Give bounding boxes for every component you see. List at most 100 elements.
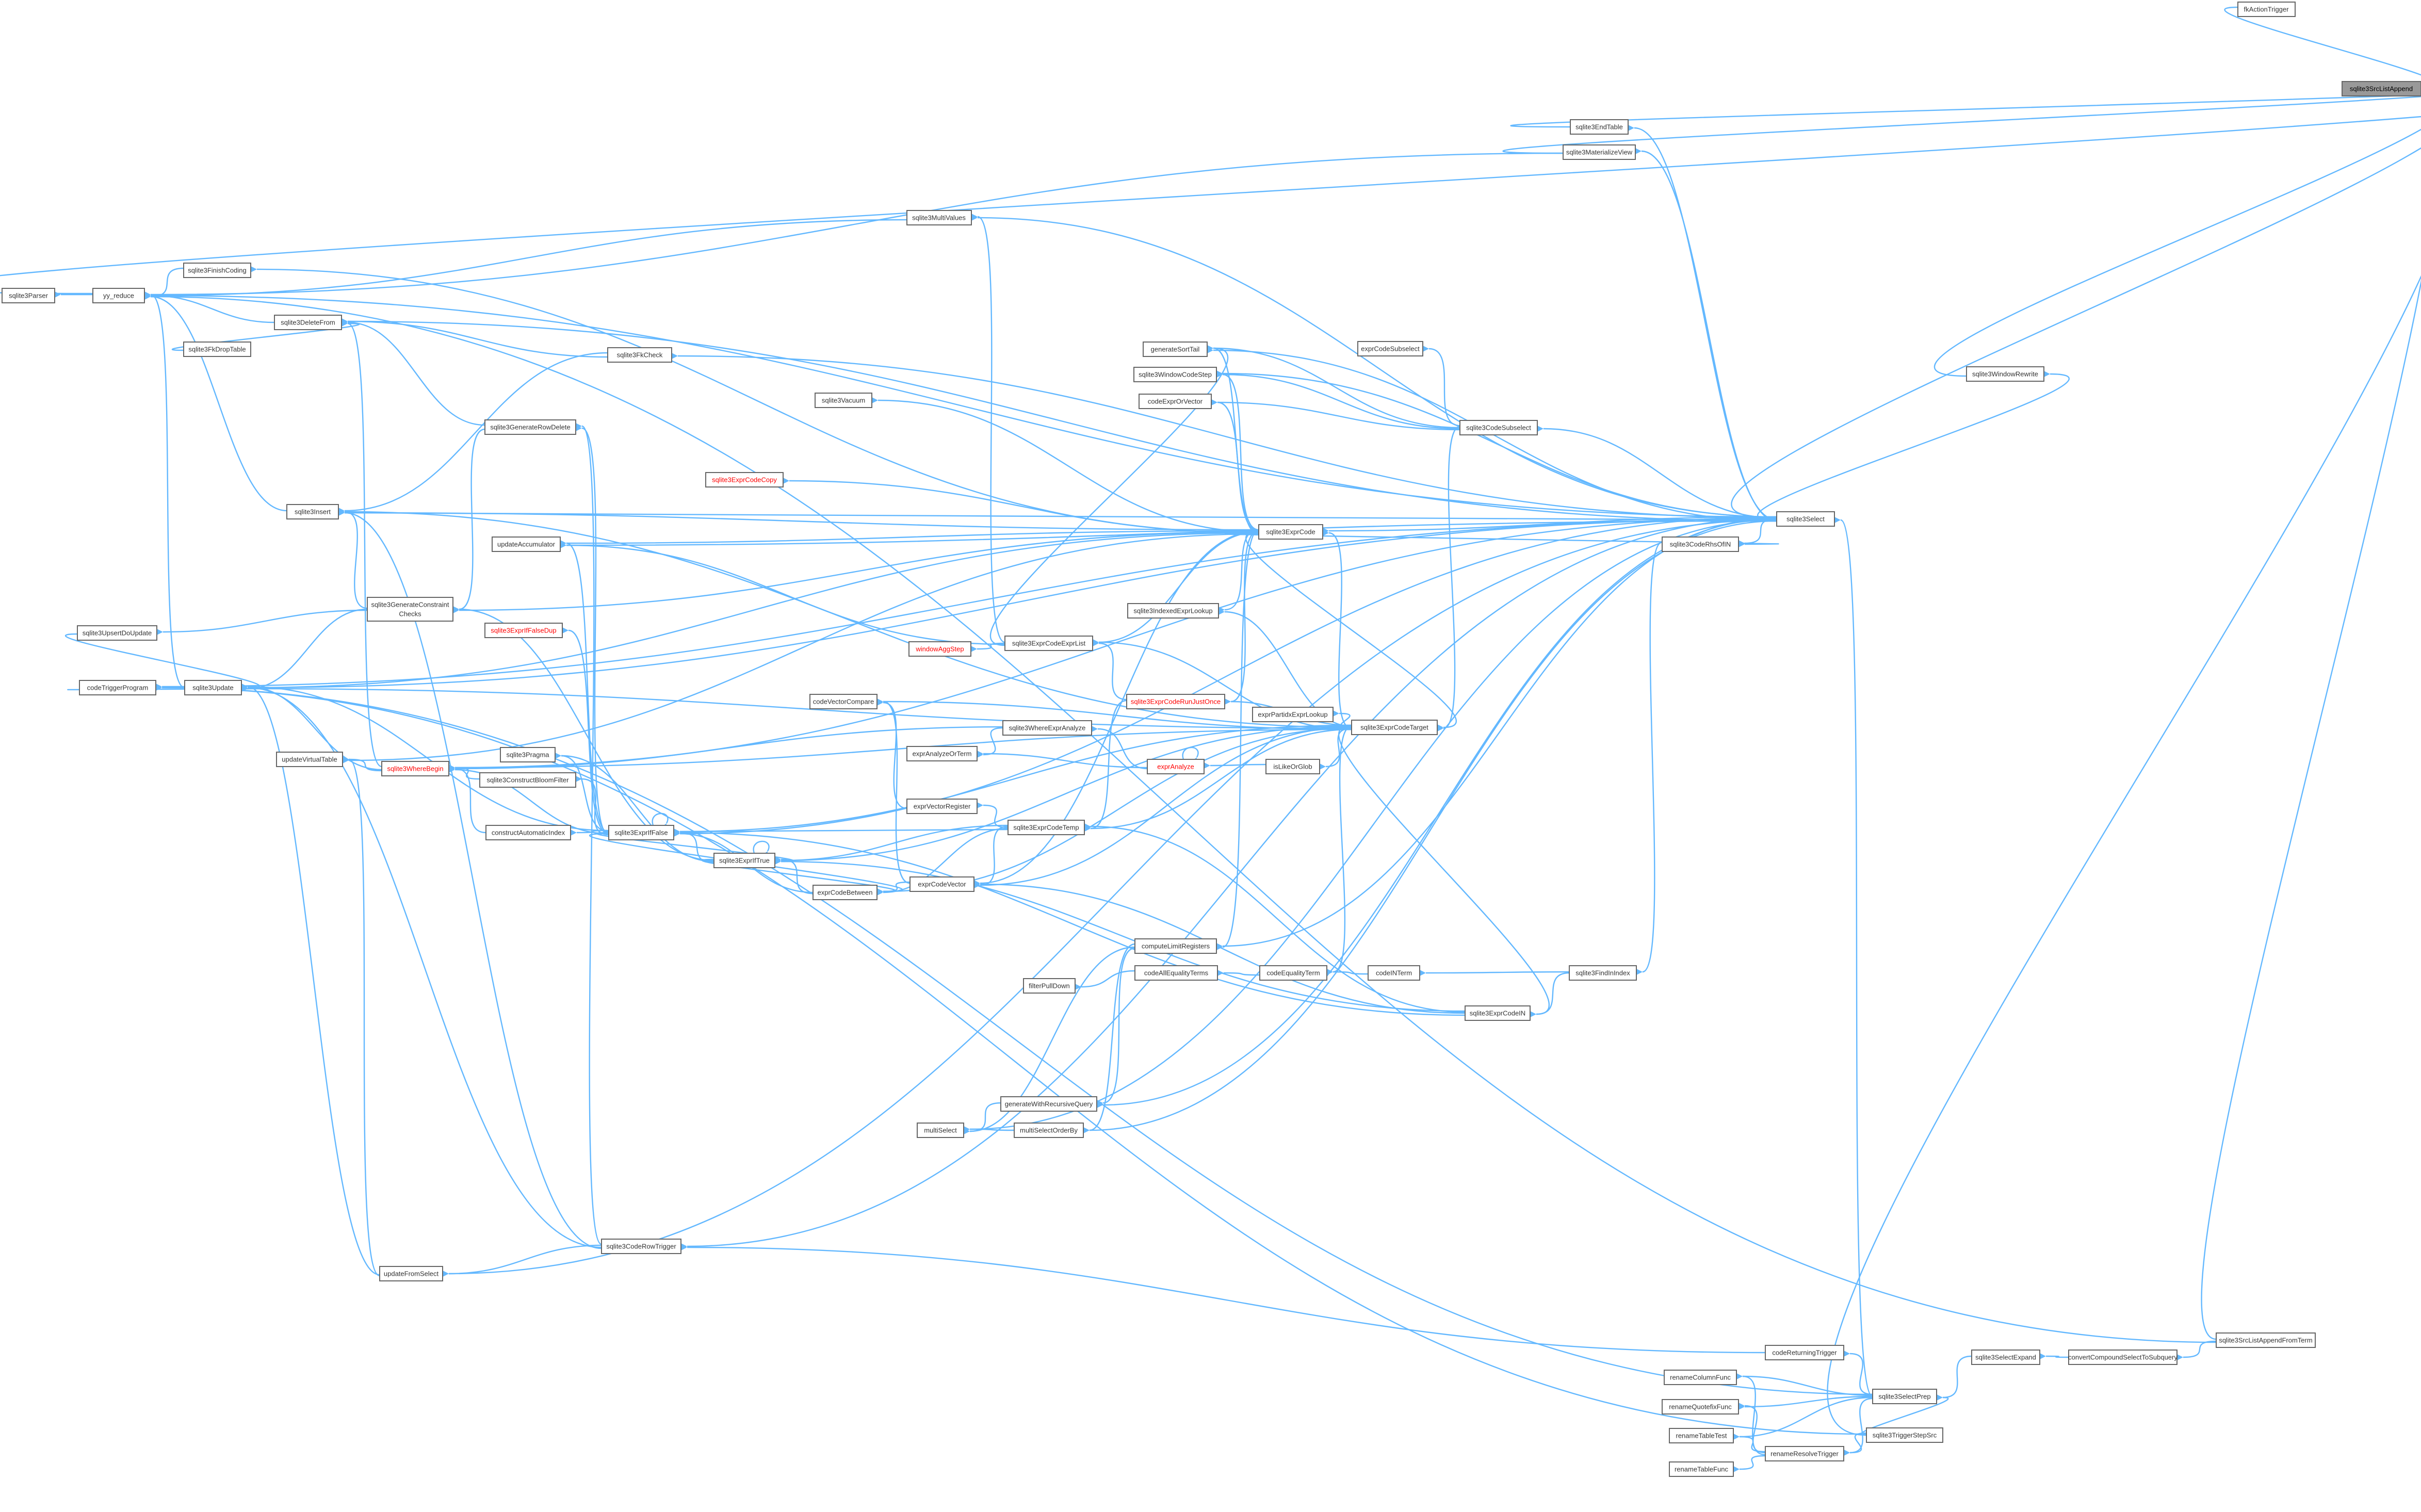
node-sqlite3CodeSubselect[interactable]: sqlite3CodeSubselect [1459,420,1538,435]
node-sqlite3ExprIfFalseDup[interactable]: sqlite3ExprIfFalseDup [484,623,563,638]
call-edge [1502,84,2421,154]
node-codeReturningTrigger[interactable]: codeReturningTrigger [1765,1345,1844,1360]
call-edge [963,946,1135,1135]
call-edge [1217,969,1260,976]
node-label: sqlite3SrcListAppend [2350,85,2413,93]
node-multiSelect[interactable]: multiSelect [917,1123,964,1138]
node-sqlite3ExprCodeExprList[interactable]: sqlite3ExprCodeExprList [1004,636,1093,651]
node-sqlite3SelectPrep[interactable]: sqlite3SelectPrep [1872,1389,1937,1404]
node-sqlite3ExprCode[interactable]: sqlite3ExprCode [1258,524,1323,540]
call-edge [1322,516,1777,534]
node-convertCompoundSelectToSubquery[interactable]: convertCompoundSelectToSubquery [2068,1350,2178,1365]
node-sqlite3FinishCoding[interactable]: sqlite3FinishCoding [183,263,251,278]
node-sqlite3IndexedExprLookup[interactable]: sqlite3IndexedExprLookup [1127,603,1219,619]
node-label: sqlite3FkDropTable [188,346,246,353]
node-label: updateFromSelect [384,1270,439,1278]
call-edge [1338,724,1550,1018]
call-edge [1211,399,1460,431]
node-sqlite3Insert[interactable]: sqlite3Insert [286,504,339,519]
node-label: codeVectorCompare [813,698,874,706]
node-windowAggStep[interactable]: windowAggStep [908,641,971,657]
call-edge [1843,1432,1867,1456]
node-exprVectorRegister[interactable]: exprVectorRegister [906,799,978,814]
node-label: exprCodeBetween [818,889,873,897]
node-codeTriggerProgram[interactable]: codeTriggerProgram [79,680,156,695]
node-sqlite3CodeRowTrigger[interactable]: sqlite3CodeRowTrigger [601,1239,681,1254]
node-sqlite3SelectExpand[interactable]: sqlite3SelectExpand [1971,1350,2040,1365]
node-renameTableTest[interactable]: renameTableTest [1669,1428,1734,1443]
node-sqlite3WhereBegin[interactable]: sqlite3WhereBegin [381,761,449,776]
node-sqlite3WindowRewrite[interactable]: sqlite3WindowRewrite [1966,366,2044,382]
node-sqlite3ExprCodeRunJustOnce[interactable]: sqlite3ExprCodeRunJustOnce [1126,694,1225,709]
call-edge [1245,531,1457,731]
node-label: multiSelectOrderBy [1020,1127,1078,1134]
node-yy_reduce[interactable]: yy_reduce [92,288,145,303]
call-edge [575,775,609,836]
node-label: Checks [399,610,421,618]
node-updateVirtualTable[interactable]: updateVirtualTable [276,752,343,767]
node-updateFromSelect[interactable]: updateFromSelect [379,1266,443,1281]
node-sqlite3WhereExprAnalyze[interactable]: sqlite3WhereExprAnalyze [1002,720,1092,736]
node-label: sqlite3Select [1786,515,1825,523]
call-edge [774,856,814,895]
node-renameQuotefixFunc[interactable]: renameQuotefixFunc [1662,1399,1739,1415]
node-sqlite3SrcListAppendFromTerm[interactable]: sqlite3SrcListAppendFromTerm [2216,1332,2316,1348]
node-sqlite3FkDropTable[interactable]: sqlite3FkDropTable [183,342,251,357]
node-multiSelectOrderBy[interactable]: multiSelectOrderBy [1014,1123,1084,1138]
node-codeAllEqualityTerms[interactable]: codeAllEqualityTerms [1134,965,1218,981]
node-computeLimitRegisters[interactable]: computeLimitRegisters [1134,938,1217,954]
node-exprCodeBetween[interactable]: exprCodeBetween [813,885,878,900]
node-renameTableFunc[interactable]: renameTableFunc [1669,1461,1734,1477]
node-label: computeLimitRegisters [1142,942,1210,950]
node-sqlite3Vacuum[interactable]: sqlite3Vacuum [815,393,872,408]
node-sqlite3MaterializeView[interactable]: sqlite3MaterializeView [1563,144,1636,160]
node-generateSortTail[interactable]: generateSortTail [1143,342,1208,357]
node-filterPullDown[interactable]: filterPullDown [1023,978,1076,994]
node-sqlite3ExprCodeCopy[interactable]: sqlite3ExprCodeCopy [705,472,784,487]
node-isLikeOrGlob[interactable]: isLikeOrGlob [1265,759,1320,774]
node-sqlite3UpsertDoUpdate[interactable]: sqlite3UpsertDoUpdate [77,625,157,641]
node-generateWithRecursiveQuery[interactable]: generateWithRecursiveQuery [1000,1096,1097,1112]
node-sqlite3MultiValues[interactable]: sqlite3MultiValues [906,210,972,225]
node-sqlite3Select[interactable]: sqlite3Select [1776,511,1835,527]
node-sqlite3FkCheck[interactable]: sqlite3FkCheck [607,347,672,363]
node-sqlite3WindowCodeStep[interactable]: sqlite3WindowCodeStep [1133,367,1217,382]
node-sqlite3GenerateRowDelete[interactable]: sqlite3GenerateRowDelete [484,419,576,435]
call-edge [241,532,1259,691]
node-sqlite3CodeRhsOfIN[interactable]: sqlite3CodeRhsOfIN [1662,536,1739,552]
node-exprAnalyzeOrTerm[interactable]: exprAnalyzeOrTerm [906,746,978,761]
node-sqlite3Parser[interactable]: sqlite3Parser [2,288,55,303]
node-sqlite3ConstructBloomFilter[interactable]: sqlite3ConstructBloomFilter [479,772,576,788]
node-exprPartidxExprLookup[interactable]: exprPartidxExprLookup [1252,707,1334,722]
node-fkActionTrigger[interactable]: fkActionTrigger [2237,2,2296,17]
node-sqlite3DeleteFrom[interactable]: sqlite3DeleteFrom [274,315,342,330]
node-sqlite3Update[interactable]: sqlite3Update [184,680,242,695]
node-sqlite3ExprIfTrue[interactable]: sqlite3ExprIfTrue [713,853,775,868]
node-renameColumnFunc[interactable]: renameColumnFunc [1664,1370,1737,1385]
node-sqlite3FindInIndex[interactable]: sqlite3FindInIndex [1569,965,1637,981]
node-renameResolveTrigger[interactable]: renameResolveTrigger [1765,1446,1844,1461]
call-edge [338,508,1352,728]
node-sqlite3EndTable[interactable]: sqlite3EndTable [1570,119,1629,135]
node-sqlite3TriggerStepSrc[interactable]: sqlite3TriggerStepSrc [1866,1427,1943,1443]
call-edge [876,699,907,809]
node-sqlite3ExprIfFalse[interactable]: sqlite3ExprIfFalse [608,825,674,840]
call-edge [1084,700,1127,832]
node-sqlite3Pragma[interactable]: sqlite3Pragma [500,747,556,762]
node-sqlite3ExprCodeIN[interactable]: sqlite3ExprCodeIN [1465,1005,1531,1021]
node-exprAnalyze[interactable]: exprAnalyze [1147,759,1205,774]
node-codeINTerm[interactable]: codeINTerm [1368,965,1420,981]
node-codeEqualityTerm[interactable]: codeEqualityTerm [1259,965,1327,981]
node-sqlite3SrcListAppend[interactable]: sqlite3SrcListAppend [2342,81,2421,96]
node-exprCodeSubselect[interactable]: exprCodeSubselect [1357,341,1423,356]
node-label: sqlite3ExprCodeCopy [712,476,777,484]
node-exprCodeVector[interactable]: exprCodeVector [909,876,974,892]
node-updateAccumulator[interactable]: updateAccumulator [492,536,561,552]
node-codeExprOrVector[interactable]: codeExprOrVector [1139,394,1212,409]
call-edge [973,726,1352,889]
node-sqlite3ExprCodeTarget[interactable]: sqlite3ExprCodeTarget [1351,720,1438,735]
node-codeVectorCompare[interactable]: codeVectorCompare [809,694,878,709]
node-sqlite3ExprCodeTemp[interactable]: sqlite3ExprCodeTemp [1008,820,1085,835]
node-constructAutomaticIndex[interactable]: constructAutomaticIndex [485,825,571,840]
